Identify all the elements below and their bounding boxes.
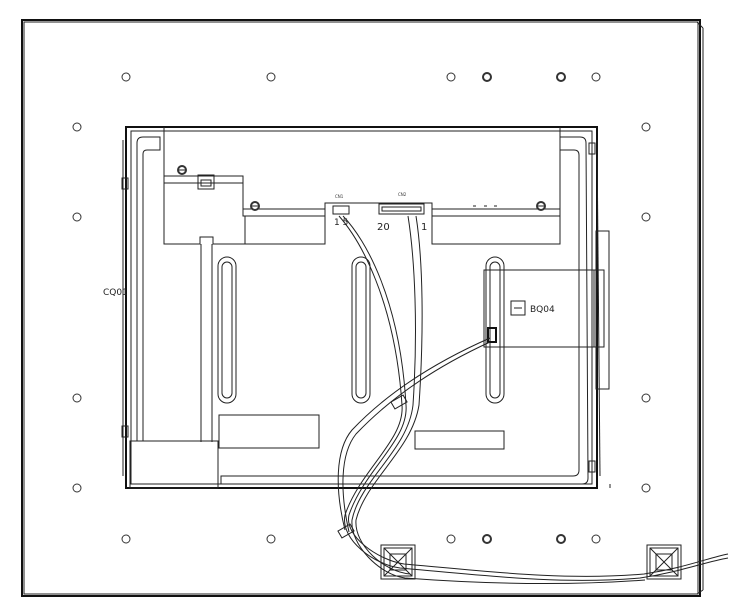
cable-clamp-icon [380, 544, 416, 580]
board-bracket [595, 230, 610, 390]
mounting-hole-icon [446, 534, 456, 544]
mounting-hole-icon [591, 534, 601, 544]
label-area [414, 430, 505, 450]
cable-clamp-icon [646, 544, 682, 580]
mounting-hole-icon [641, 393, 651, 403]
mounting-hole-icon [72, 122, 82, 132]
mounting-hole-icon [591, 72, 601, 82]
cable-tie [390, 394, 408, 410]
board-connector [487, 327, 497, 343]
outer-plate [21, 19, 704, 597]
side-bracket [588, 142, 596, 155]
mounting-hole-icon [121, 72, 131, 82]
slot [485, 256, 505, 404]
bq04-board: BQ04 [483, 230, 610, 390]
cable-tie [337, 523, 355, 539]
side-bracket [121, 425, 129, 438]
slot [351, 256, 371, 404]
connector-right-pin-20: 20 [377, 222, 390, 233]
cables [337, 215, 729, 585]
screw-icon [250, 201, 260, 211]
slot [217, 256, 237, 404]
plate-mounting-holes [72, 72, 651, 544]
small-marks [473, 205, 611, 488]
bottom-left-block [129, 440, 219, 489]
connector-right-pin-1: 1 [421, 222, 427, 233]
mounting-hole-icon [641, 212, 651, 222]
cable-ties [337, 394, 408, 539]
mounting-hole-icon [266, 534, 276, 544]
mounting-hole-icon [482, 72, 492, 82]
lcd-module-frame [121, 126, 601, 489]
mounting-hole-icon [641, 122, 651, 132]
mounting-hole-icon [72, 212, 82, 222]
screws [177, 165, 546, 211]
screw-icon [177, 165, 187, 175]
slots [217, 256, 505, 404]
component-chip [510, 300, 526, 316]
connector-clip [197, 174, 215, 190]
mounting-hole-icon [266, 72, 276, 82]
bq04-label: BQ04 [530, 305, 555, 315]
label-areas [218, 414, 505, 450]
svg-text:CN2: CN2 [398, 192, 407, 197]
screw-icon [536, 201, 546, 211]
side-bracket [588, 460, 596, 473]
mounting-hole-icon [446, 72, 456, 82]
vertical-rib [200, 244, 213, 442]
mounting-hole-icon [556, 534, 566, 544]
top-pcb [163, 127, 561, 245]
mounting-hole-icon [641, 483, 651, 493]
cq01-label: CQ01 [103, 288, 128, 298]
label-area [218, 414, 320, 449]
svg-text:CN1: CN1 [335, 194, 344, 199]
mounting-hole-icon [121, 534, 131, 544]
connector-left-pins: 1 5 [334, 218, 348, 228]
mounting-hole-icon [556, 72, 566, 82]
mounting-hole-icon [72, 483, 82, 493]
side-bracket [121, 177, 129, 190]
mounting-hole-icon [482, 534, 492, 544]
connector-left: CN1 1 5 [332, 194, 350, 228]
connector-right: CN2 20 1 [377, 192, 427, 233]
mounting-hole-icon [72, 393, 82, 403]
